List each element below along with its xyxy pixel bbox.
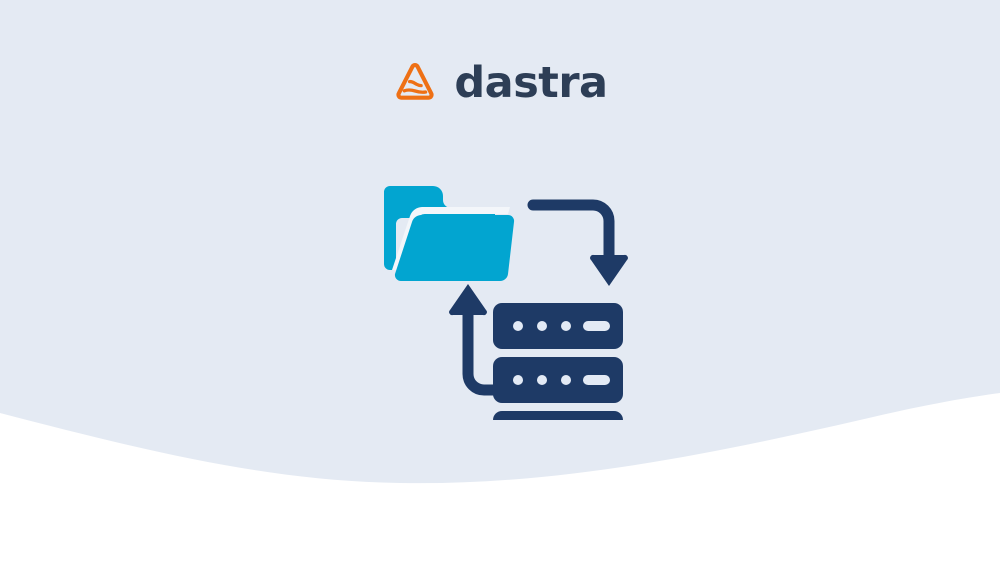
logo-wave-line-lower (403, 88, 428, 94)
server-status-dot (513, 321, 523, 331)
folder-gap (392, 207, 510, 270)
arrow-folder-to-server-head (590, 254, 628, 286)
server-stack (493, 303, 623, 420)
arrow-folder-to-server (527, 199, 628, 286)
arrow-server-to-folder-line (462, 304, 524, 396)
server-unit-body (493, 357, 623, 403)
folder-to-server-sync-diagram (384, 186, 628, 420)
arrow-server-to-folder-head (449, 284, 487, 316)
brand-wordmark: dastra (454, 57, 608, 108)
logo-triangle-outline (396, 62, 434, 100)
server-status-dot (537, 321, 547, 331)
server-status-dot (537, 375, 547, 385)
brand-lockup: dastra (0, 60, 1000, 106)
server-indicator-bar (583, 321, 610, 331)
server-unit-body (493, 303, 623, 349)
server-unit (493, 303, 623, 349)
server-status-dot (561, 321, 571, 331)
server-status-dot (561, 375, 571, 385)
server-status-dot (513, 375, 523, 385)
server-unit-body (493, 411, 623, 420)
arrow-folder-to-server-line (527, 199, 615, 263)
folder-front-panel (394, 214, 515, 282)
wave-shape (0, 393, 1000, 562)
arrow-server-to-folder (449, 284, 524, 396)
logo-wave-line-upper (408, 79, 424, 88)
server-unit (493, 357, 623, 403)
folder-back-panel (384, 186, 495, 270)
server-unit (493, 411, 623, 420)
server-indicator-bar (583, 375, 610, 385)
dastra-triangle-logo-icon (396, 62, 434, 100)
folder-icon (384, 186, 515, 282)
